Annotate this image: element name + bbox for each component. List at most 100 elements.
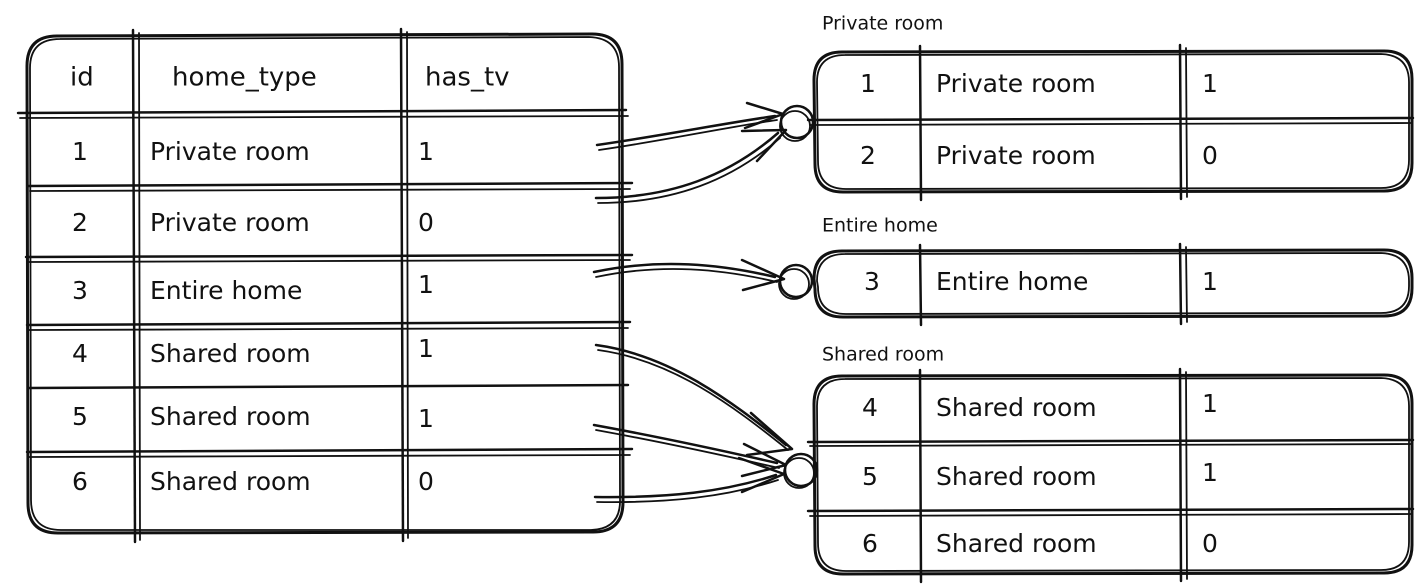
group-col-divider-1 <box>918 243 923 327</box>
source-col-divider-1 <box>131 28 137 544</box>
group-table-border <box>812 373 1414 576</box>
cell-has-tv: 0 <box>418 208 434 237</box>
group-col-divider-2 <box>1178 242 1183 326</box>
source-header-id: id <box>70 63 94 93</box>
source-row-divider-5 <box>25 447 634 454</box>
group-table-row: 4 Shared room 1 <box>862 389 1218 422</box>
group-table-border-sketch <box>816 252 1410 315</box>
group-table-border <box>812 49 1414 194</box>
group-row-divider <box>806 116 1415 122</box>
cell-home-type: Entire home <box>150 276 302 305</box>
source-table-border <box>25 32 625 535</box>
arrow-row4-to-shared <box>594 343 794 457</box>
cell-id: 1 <box>72 137 88 166</box>
group-label-shared-room: Shared room <box>822 344 944 366</box>
cell-id: 2 <box>860 141 876 170</box>
group-row-divider-2b <box>809 513 1412 517</box>
cell-id: 5 <box>72 402 88 431</box>
cell-has-tv: 1 <box>418 270 434 299</box>
cell-home-type: Private room <box>936 69 1096 98</box>
group-table-entire-home: Entire home 3 Entire home 1 <box>812 215 1414 327</box>
source-row-divider-0b <box>19 115 629 119</box>
source-table-row: 6 Shared room 0 <box>72 467 434 496</box>
source-row-divider-0 <box>16 108 628 115</box>
group-table-row: 6 Shared room 0 <box>862 529 1218 558</box>
cell-home-type: Shared room <box>150 467 311 496</box>
source-table: id home_type has_tv 1 Private room 1 2 P… <box>16 27 634 544</box>
source-row-divider-1 <box>26 181 634 188</box>
group-table-shared-room: Shared room 4 Shared room 1 5 Shared roo… <box>806 344 1415 584</box>
source-table-row: 4 Shared room 1 <box>72 334 434 368</box>
source-header-home-type: home_type <box>172 63 317 93</box>
circle-junction-icon <box>779 104 815 142</box>
cell-home-type: Private room <box>936 141 1096 170</box>
source-row-divider-3 <box>25 320 632 327</box>
arrow-row3-to-entire <box>592 258 786 292</box>
cell-home-type: Entire home <box>936 267 1088 296</box>
group-table-row: 1 Private room 1 <box>860 69 1218 98</box>
group-table-border-sketch <box>816 53 1410 190</box>
source-table-row: 1 Private room 1 <box>72 137 434 166</box>
source-col-divider-2b <box>406 31 409 539</box>
group-row-divider-1b <box>809 443 1412 447</box>
source-row-divider-2b <box>27 259 631 263</box>
source-row-divider-1b <box>29 188 631 192</box>
cell-id: 1 <box>860 69 876 98</box>
cell-home-type: Shared room <box>936 462 1097 491</box>
cell-home-type: Shared room <box>936 529 1097 558</box>
source-col-divider-1b <box>138 32 141 541</box>
group-col-divider-1 <box>918 44 923 202</box>
arrow-row2-to-private <box>594 128 788 204</box>
cell-has-tv: 1 <box>418 137 434 166</box>
source-row-divider-2 <box>24 253 634 259</box>
source-table-border-sketch <box>29 36 621 531</box>
cell-id: 6 <box>72 467 88 496</box>
group-table-row: 2 Private room 0 <box>860 141 1218 170</box>
cell-id: 4 <box>72 339 88 368</box>
source-row-divider-5b <box>28 454 631 458</box>
cell-has-tv: 0 <box>1202 529 1218 558</box>
source-row-divider-4 <box>27 383 630 390</box>
cell-home-type: Shared room <box>936 393 1097 422</box>
cell-has-tv: 1 <box>1202 69 1218 98</box>
cell-has-tv: 1 <box>418 404 434 433</box>
cell-id: 3 <box>864 267 880 296</box>
cell-id: 6 <box>862 529 878 558</box>
circle-junction-icon <box>778 263 814 300</box>
group-col-divider-1 <box>918 368 923 584</box>
cell-has-tv: 1 <box>1202 389 1218 418</box>
connector-arrows <box>592 101 794 504</box>
circle-junction-icon <box>783 452 819 489</box>
group-col-divider-2 <box>1178 43 1183 201</box>
group-table-border <box>812 248 1414 319</box>
group-row-divider-1 <box>806 438 1415 444</box>
cell-id: 4 <box>862 393 878 422</box>
group-col-divider-2 <box>1178 367 1183 583</box>
junction-circles <box>778 104 819 489</box>
source-table-row: 5 Shared room 1 <box>72 402 434 433</box>
cell-has-tv: 0 <box>418 467 434 496</box>
cell-home-type: Shared room <box>150 339 311 368</box>
group-table-border-sketch <box>816 377 1410 572</box>
source-row-divider-3b <box>28 327 629 331</box>
cell-id: 2 <box>72 208 88 237</box>
group-table-row: 5 Shared room 1 <box>862 458 1218 491</box>
source-table-row: 3 Entire home 1 <box>72 270 434 305</box>
group-col-divider-2b <box>1185 371 1188 580</box>
cell-has-tv: 1 <box>1202 267 1218 296</box>
group-row-divider-b <box>809 122 1412 126</box>
group-label-entire-home: Entire home <box>822 215 938 237</box>
source-header-has-tv: has_tv <box>425 63 510 93</box>
cell-home-type: Shared room <box>150 402 311 431</box>
source-table-row: 2 Private room 0 <box>72 208 434 237</box>
group-col-divider-2b <box>1185 47 1188 198</box>
cell-has-tv: 1 <box>1202 458 1218 487</box>
group-table-private-room: Private room 1 Private room 1 2 Private … <box>806 13 1415 202</box>
group-row-divider-2 <box>806 507 1415 513</box>
cell-home-type: Private room <box>150 208 310 237</box>
group-table-row: 3 Entire home 1 <box>864 267 1218 296</box>
cell-has-tv: 0 <box>1202 141 1218 170</box>
group-label-private-room: Private room <box>822 13 943 35</box>
cell-id: 3 <box>72 276 88 305</box>
